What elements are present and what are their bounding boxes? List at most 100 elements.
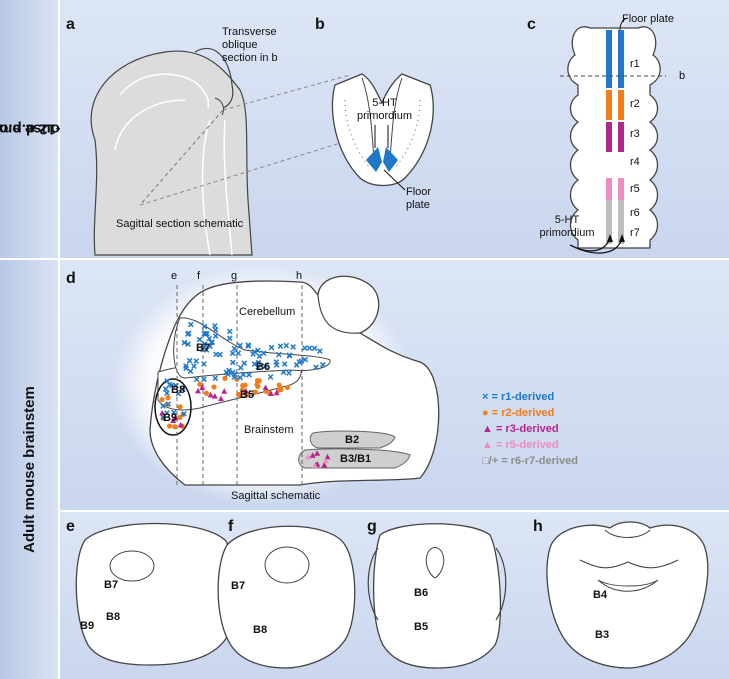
panel-c-neural-tube	[560, 17, 666, 254]
r2-marker	[177, 414, 183, 421]
r1-marker	[207, 343, 213, 350]
panel-label-a: a	[66, 16, 75, 33]
c-primordium-line2: primordium	[539, 227, 595, 239]
legend-r5-symbol: ▲	[482, 439, 493, 451]
r2-marker	[240, 382, 246, 389]
section-g-b6: B6	[414, 587, 429, 599]
r1-marker	[255, 347, 261, 354]
r2-marker	[284, 384, 291, 391]
r2-marker	[236, 392, 242, 398]
r1-marker	[230, 369, 236, 376]
section-letter-h: h	[296, 270, 303, 282]
r1-marker	[191, 363, 197, 370]
r1-marker	[185, 330, 192, 337]
r1-marker	[301, 345, 308, 351]
r1-marker	[235, 350, 242, 357]
r2-marker	[159, 396, 165, 403]
section-h-outline	[546, 521, 709, 669]
r3-marker	[268, 390, 275, 397]
panel-c-section-marker: b	[679, 70, 686, 82]
r1-marker	[246, 371, 252, 378]
panel-b-section	[331, 73, 434, 191]
section-line-3: section in b	[222, 52, 278, 64]
r3-marker	[242, 387, 249, 394]
r1-marker	[180, 386, 186, 393]
r1-marker	[202, 330, 209, 337]
r1-marker	[229, 359, 236, 366]
panel-label-d: d	[66, 270, 76, 287]
r1-marker	[160, 414, 167, 421]
r1-marker	[241, 360, 248, 367]
r1-marker	[196, 336, 203, 343]
r2-marker	[197, 381, 203, 387]
r1-marker	[276, 351, 282, 358]
group-b5: B5	[240, 389, 255, 401]
r5-marker	[322, 457, 329, 464]
r1-marker	[255, 359, 262, 366]
r3-marker	[211, 393, 218, 399]
section-f-outline	[217, 525, 356, 669]
rhombomere-r4: r4	[630, 156, 640, 168]
panel-label-h: h	[533, 518, 543, 535]
r1-marker	[201, 341, 208, 347]
group-b6: B6	[256, 361, 271, 373]
section-e-b8: B8	[106, 611, 121, 623]
r1-marker	[212, 333, 219, 339]
panel-c-floor-plate: Floor plate	[622, 13, 674, 25]
section-letter-e: e	[171, 270, 178, 282]
section-e-outline	[75, 522, 237, 666]
r1-marker	[245, 342, 251, 348]
r1-marker	[286, 352, 293, 359]
group-b9: B9	[163, 412, 178, 424]
r1-marker	[256, 353, 263, 360]
group-b3b1: B3/B1	[340, 453, 372, 465]
r2-marker	[211, 384, 217, 390]
section-e-b9: B9	[80, 620, 95, 632]
r1-marker	[193, 358, 200, 364]
r1-marker	[293, 362, 300, 368]
group-b8: B8	[171, 384, 186, 396]
panel-c-primordium: 5-HT primordium	[537, 214, 597, 240]
r2-marker	[256, 378, 262, 384]
group-b2: B2	[345, 434, 360, 446]
legend-r2-symbol: ●	[482, 407, 489, 419]
r1-marker	[171, 409, 177, 416]
r3-marker	[314, 450, 321, 456]
row-label-adult: Adult mouse brainstem	[0, 260, 60, 679]
r3-marker	[262, 384, 269, 391]
r1-marker	[212, 375, 219, 382]
r1-marker	[187, 321, 194, 328]
r1-marker	[185, 341, 191, 348]
r1-marker	[164, 410, 170, 416]
brainstem-label: Brainstem	[244, 424, 294, 436]
section-line-1: Transverse	[222, 26, 277, 38]
cerebellum-label: Cerebellum	[239, 306, 296, 318]
r1-marker	[164, 390, 170, 397]
r1-marker	[175, 390, 182, 397]
legend-r67: □/+ = r6-r7-derived	[482, 455, 578, 467]
rhombomere-r6: r6	[630, 207, 640, 219]
r3-marker	[321, 461, 328, 468]
section-letter-f: f	[197, 270, 201, 282]
r5-marker	[311, 462, 318, 469]
b-primordium-line1: 5-HT	[372, 97, 397, 109]
r1-marker	[281, 361, 288, 367]
r3-marker	[221, 388, 228, 394]
r1-marker	[313, 364, 319, 371]
r3-marker	[324, 453, 331, 460]
b-primordium-line2: primordium	[357, 110, 413, 122]
section-g-outline	[367, 523, 507, 669]
r1-marker	[237, 364, 244, 371]
r1-marker	[280, 369, 287, 376]
r1-marker	[201, 361, 207, 367]
panel-label-e: e	[66, 518, 75, 535]
r1-marker	[226, 328, 233, 335]
r1-marker	[290, 344, 296, 350]
legend-r3: ▲ = r3-derived	[482, 423, 559, 435]
r1-marker	[212, 322, 218, 329]
panel-d-sagittal	[112, 265, 440, 505]
r1-marker	[306, 345, 313, 351]
panel-a-caption: Sagittal section schematic	[116, 218, 244, 230]
r1-marker	[273, 359, 280, 365]
